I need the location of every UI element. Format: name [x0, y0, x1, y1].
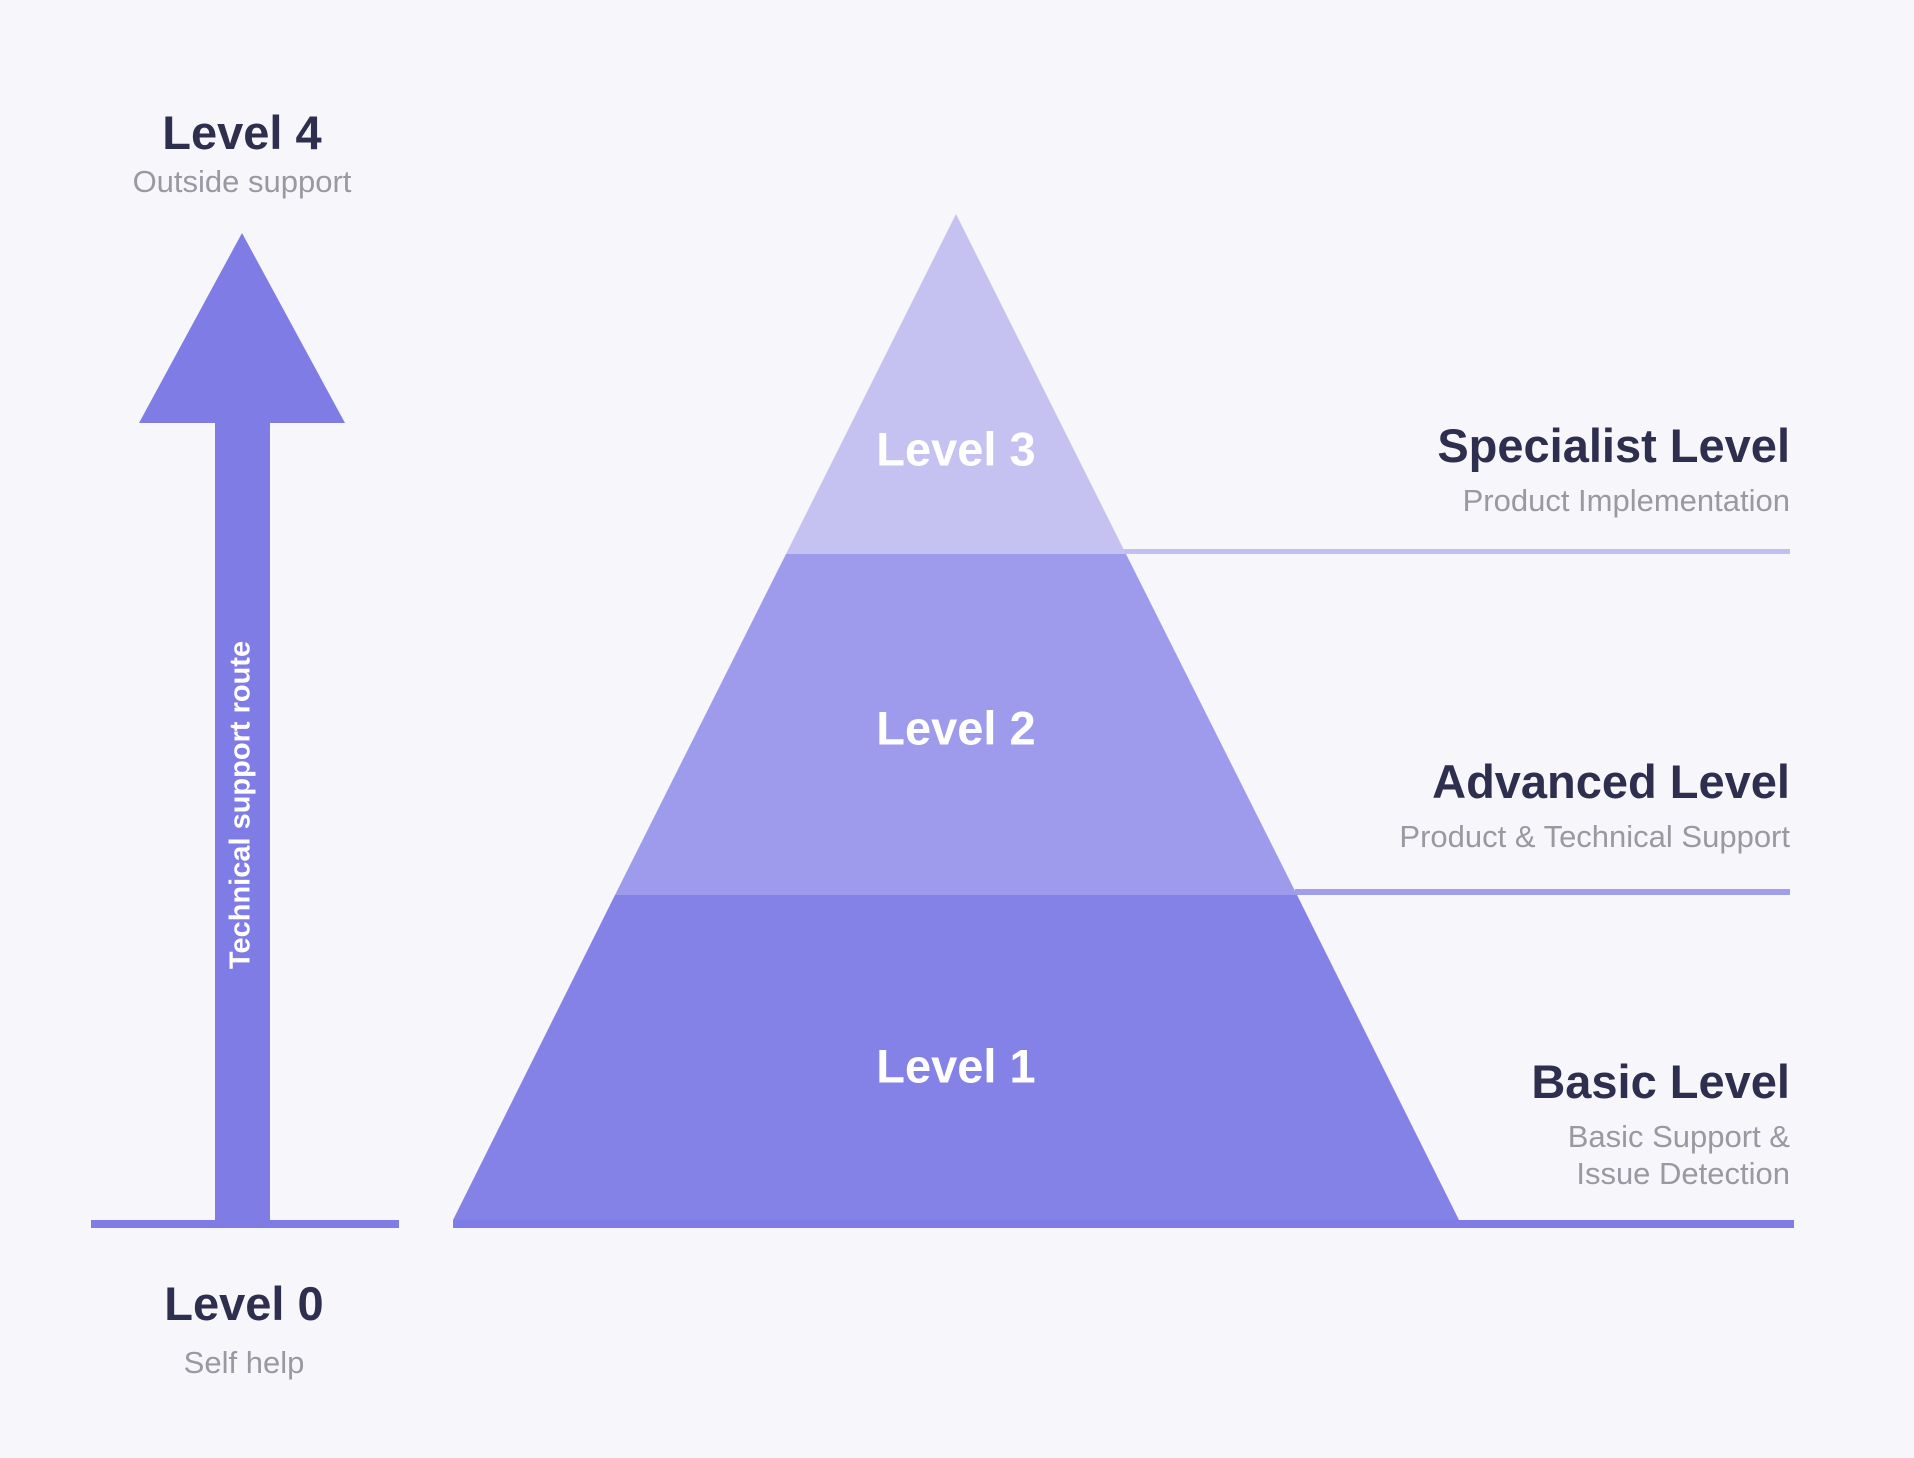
- basic-level-annotation: Basic Level Basic Support & Issue Detect…: [1531, 1054, 1790, 1192]
- advanced-level-title: Advanced Level: [1432, 755, 1790, 808]
- level-4-subtitle: Outside support: [132, 164, 352, 199]
- technical-support-route-label: Technical support route: [224, 640, 257, 970]
- advanced-level-annotation: Advanced Level Product & Technical Suppo…: [1399, 754, 1790, 855]
- level-4-label: Level 4 Outside support: [133, 105, 352, 200]
- level-0-subtitle: Self help: [183, 1345, 305, 1380]
- advanced-level-subtitle: Product & Technical Support: [1399, 819, 1790, 854]
- specialist-connector-line: [1124, 549, 1790, 554]
- specialist-level-title: Specialist Level: [1437, 419, 1790, 472]
- pyramid-tier-2: [615, 554, 1297, 895]
- pyramid-tier-1: [453, 895, 1459, 1220]
- arrow-shaft: [215, 415, 270, 1228]
- level-4-title: Level 4: [162, 106, 322, 159]
- baseline-right-segment: [453, 1220, 1794, 1228]
- level-0-title: Level 0: [164, 1277, 324, 1330]
- basic-level-subtitle: Basic Support & Issue Detection: [1567, 1119, 1790, 1191]
- arrow-head-icon: [139, 233, 345, 423]
- advanced-connector-line: [1295, 889, 1790, 895]
- level-0-label: Level 0 Self help: [164, 1276, 323, 1381]
- specialist-level-annotation: Specialist Level Product Implementation: [1437, 418, 1790, 519]
- basic-level-title: Basic Level: [1531, 1055, 1790, 1108]
- specialist-level-subtitle: Product Implementation: [1462, 483, 1790, 518]
- pyramid-tier-3: [786, 214, 1126, 554]
- tier-2-label: Level 2: [876, 701, 1036, 755]
- tier-3-label: Level 3: [876, 422, 1036, 476]
- tier-1-label: Level 1: [876, 1039, 1036, 1093]
